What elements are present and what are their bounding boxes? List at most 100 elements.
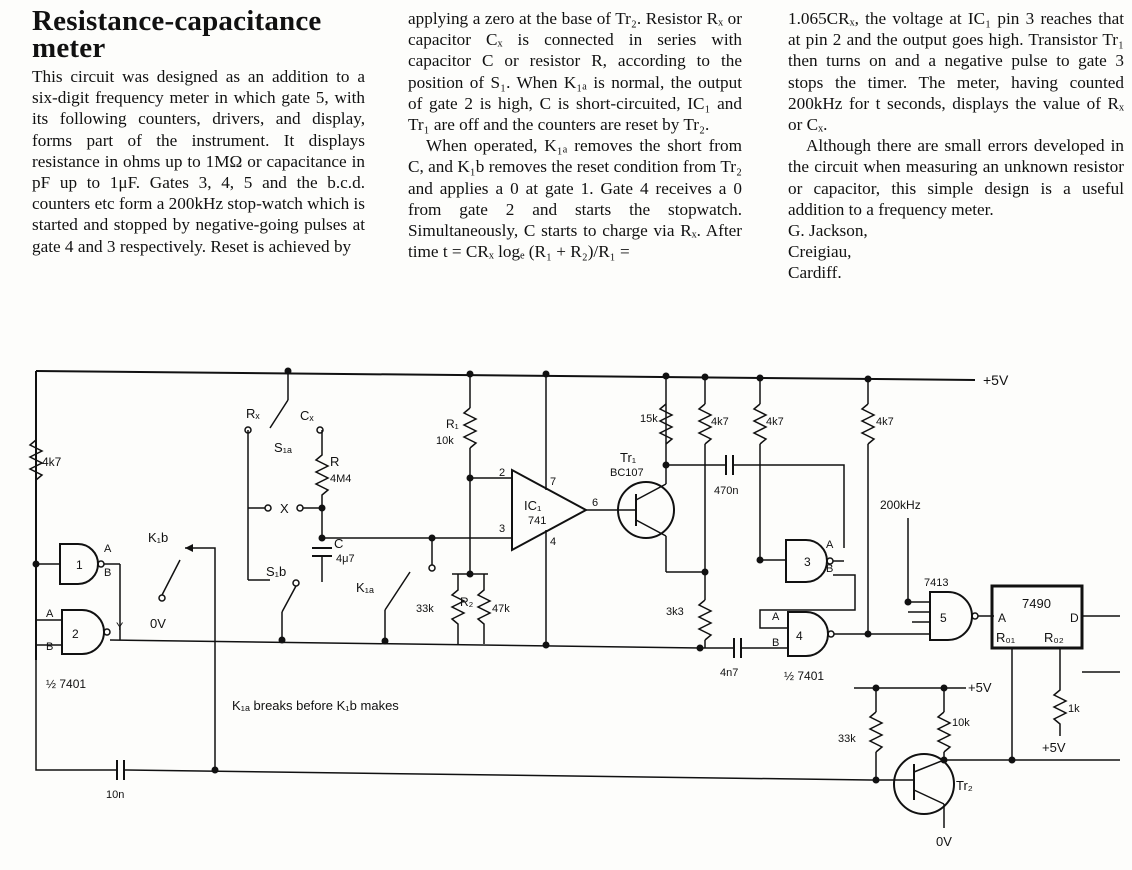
svg-text:4M4: 4M4 bbox=[330, 473, 351, 485]
svg-text:Y: Y bbox=[116, 621, 124, 633]
svg-text:+5V: +5V bbox=[1042, 740, 1066, 755]
svg-text:A: A bbox=[104, 543, 112, 555]
svg-text:0V: 0V bbox=[936, 834, 952, 849]
nand-gate-4: 4 A B ½ 7401 bbox=[772, 611, 930, 683]
svg-text:3: 3 bbox=[499, 523, 505, 535]
svg-text:A: A bbox=[46, 608, 54, 620]
author-city: Cardiff. bbox=[788, 263, 842, 283]
svg-text:+5V: +5V bbox=[968, 680, 992, 695]
svg-text:½ 7401: ½ 7401 bbox=[784, 669, 824, 683]
svg-text:K₁ₐ: K₁ₐ bbox=[356, 580, 374, 595]
capacitor-10n: 10n bbox=[106, 760, 871, 801]
text-column-3: 1.065CRₓ, the voltage at IC₁ pin 3 reach… bbox=[788, 8, 1124, 284]
svg-text:470n: 470n bbox=[714, 485, 738, 497]
svg-text:R: R bbox=[330, 454, 339, 469]
svg-text:B: B bbox=[104, 567, 111, 579]
nand-gate-1: 1 A B bbox=[36, 543, 121, 640]
paragraph-operated: When operated, K₁ₐ removes the short fro… bbox=[408, 136, 742, 262]
resistor-r2: 33k R₂ 47k bbox=[416, 573, 510, 644]
svg-text:BC107: BC107 bbox=[610, 467, 644, 479]
paragraph-intro: This circuit was designed as an addition… bbox=[32, 67, 365, 256]
resistor-4k7-left: 4k7 bbox=[28, 439, 62, 481]
junction-dots bbox=[32, 367, 1016, 784]
switch-s1: Rₓ Cₓ S₁ₐ X R 4M4 C 4μ7 S₁b bbox=[244, 371, 432, 640]
supply-label: +5V bbox=[983, 372, 1009, 388]
svg-text:R₀₁: R₀₁ bbox=[996, 630, 1016, 645]
svg-text:7490: 7490 bbox=[1022, 596, 1051, 611]
resistor-4k7-c: 4k7 200kHz bbox=[860, 379, 930, 634]
svg-text:R₁: R₁ bbox=[446, 417, 459, 431]
svg-text:R₂: R₂ bbox=[460, 595, 474, 609]
article-title: Resistance-capacitance meter bbox=[32, 5, 322, 64]
svg-text:B: B bbox=[46, 641, 53, 653]
svg-text:½ 7401: ½ 7401 bbox=[46, 677, 86, 691]
svg-text:Cₓ: Cₓ bbox=[300, 408, 314, 423]
svg-text:3k3: 3k3 bbox=[666, 606, 684, 618]
author-town: Creigiau, bbox=[788, 242, 852, 262]
svg-text:7413: 7413 bbox=[924, 577, 948, 589]
text-column-1: Resistance-capacitance meter This circui… bbox=[32, 5, 365, 257]
transistor-tr1: Tr₁ BC107 bbox=[610, 376, 705, 573]
svg-text:4: 4 bbox=[550, 536, 556, 548]
svg-text:4k7: 4k7 bbox=[766, 416, 784, 428]
svg-text:S₁ₐ: S₁ₐ bbox=[274, 440, 292, 455]
svg-text:47k: 47k bbox=[492, 603, 510, 615]
svg-text:10n: 10n bbox=[106, 789, 124, 801]
svg-text:Tr₂: Tr₂ bbox=[956, 778, 973, 793]
resistor-1k: 1k +5V bbox=[1042, 680, 1080, 755]
svg-text:2: 2 bbox=[72, 627, 79, 641]
svg-text:B: B bbox=[772, 637, 779, 649]
nand-gate-5: 7413 5 bbox=[924, 577, 994, 641]
svg-text:A: A bbox=[772, 611, 780, 623]
counter-7490: 7490 A D R₀₁ R₀₂ bbox=[990, 584, 1120, 760]
svg-text:33k: 33k bbox=[838, 733, 856, 745]
resistor-4k7-a: 4k7 3k3 bbox=[666, 377, 729, 648]
svg-text:K₁b: K₁b bbox=[148, 530, 168, 545]
svg-text:1k: 1k bbox=[1068, 703, 1080, 715]
capacitor-470n: 470n bbox=[666, 455, 845, 548]
svg-text:D: D bbox=[1070, 611, 1079, 625]
svg-text:33k: 33k bbox=[416, 603, 434, 615]
switch-k1b: K₁b 0V bbox=[148, 530, 216, 770]
svg-text:741: 741 bbox=[528, 515, 546, 527]
svg-text:0V: 0V bbox=[150, 616, 166, 631]
schematic-note: K₁ₐ breaks before K₁b makes bbox=[232, 698, 399, 713]
svg-text:4k7: 4k7 bbox=[876, 416, 894, 428]
svg-text:7: 7 bbox=[550, 476, 556, 488]
svg-text:10k: 10k bbox=[952, 717, 970, 729]
svg-text:6: 6 bbox=[592, 497, 598, 509]
capacitor-4n7: 4n7 bbox=[700, 638, 788, 679]
svg-text:3: 3 bbox=[804, 555, 811, 569]
svg-text:X: X bbox=[280, 501, 289, 516]
svg-text:4n7: 4n7 bbox=[720, 667, 738, 679]
resistor-4k7-b: 4k7 bbox=[752, 378, 784, 560]
svg-text:B: B bbox=[826, 563, 833, 575]
svg-text:5: 5 bbox=[940, 611, 947, 625]
transistor-tr2: +5V 33k 10k Tr₂ 0V bbox=[838, 680, 1120, 849]
svg-text:4k7: 4k7 bbox=[711, 416, 729, 428]
author-name: G. Jackson, bbox=[788, 221, 868, 241]
svg-text:Rₓ: Rₓ bbox=[246, 406, 260, 421]
svg-text:C: C bbox=[334, 536, 343, 551]
svg-text:R₀₂: R₀₂ bbox=[1044, 630, 1064, 645]
nand-gate-2: 2 A B Y ½ 7401 bbox=[35, 608, 701, 771]
svg-text:A: A bbox=[998, 611, 1006, 625]
resistor-15k: 15k bbox=[640, 403, 674, 445]
supply-rail: +5V bbox=[35, 370, 1009, 660]
resistor-r1: R₁ 10k bbox=[436, 374, 512, 574]
svg-text:10k: 10k bbox=[436, 435, 454, 447]
svg-text:1: 1 bbox=[76, 558, 83, 572]
opamp-ic1: IC₁ 741 2 3 7 4 6 bbox=[432, 374, 616, 645]
svg-text:S₁b: S₁b bbox=[266, 564, 286, 579]
svg-text:4: 4 bbox=[796, 629, 803, 643]
paragraph-timing: 1.065CRₓ, the voltage at IC₁ pin 3 reach… bbox=[788, 9, 1124, 135]
switch-k1a: K₁ₐ bbox=[356, 538, 436, 642]
paragraph-operation: applying a zero at the base of Tr₂. Resi… bbox=[408, 9, 742, 135]
svg-text:15k: 15k bbox=[640, 413, 658, 425]
svg-text:4μ7: 4μ7 bbox=[336, 553, 355, 565]
nand-gate-3: 3 A B bbox=[759, 539, 856, 629]
svg-text:4k7: 4k7 bbox=[42, 455, 62, 469]
paragraph-conclusion: Although there are small errors develope… bbox=[788, 136, 1124, 219]
svg-text:IC₁: IC₁ bbox=[524, 498, 542, 513]
